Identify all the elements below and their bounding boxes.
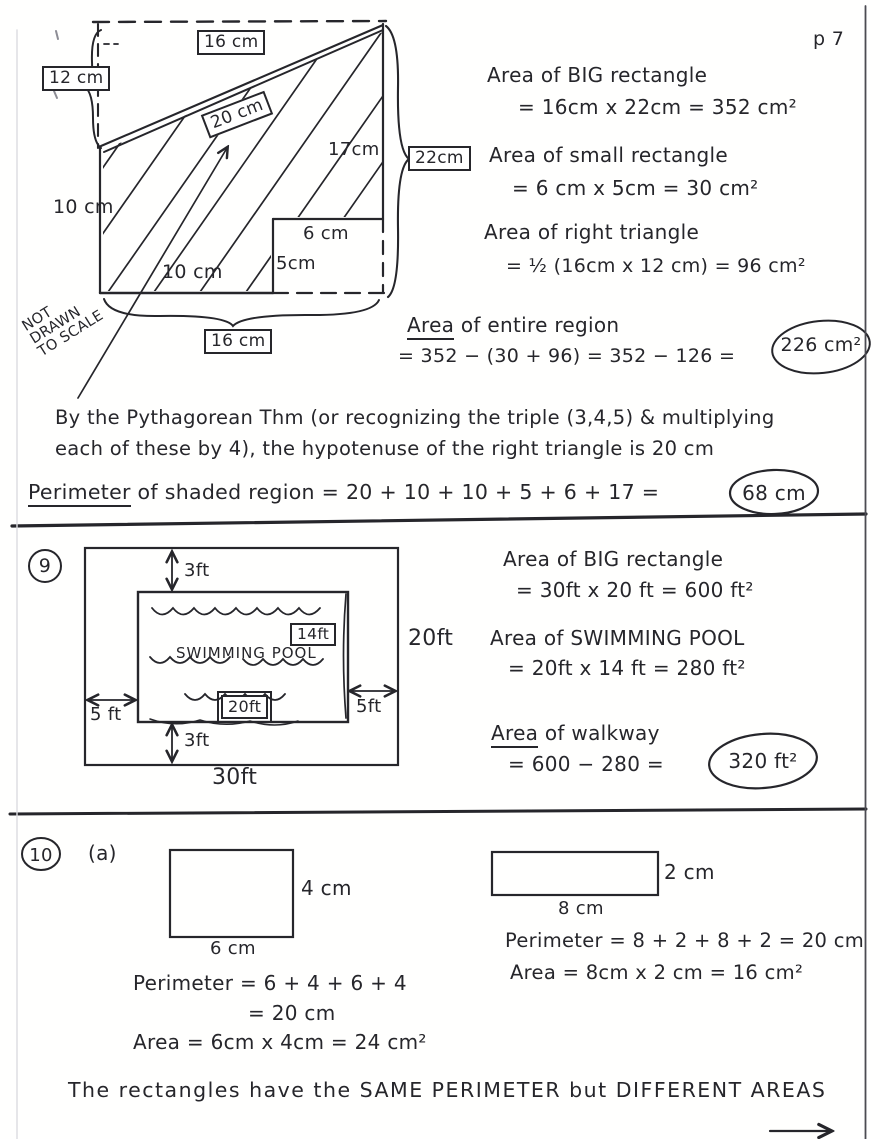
label-left-height: 12 cm: [42, 66, 111, 92]
circled-answer-320: [708, 732, 818, 790]
rect2-height-label: 2 cm: [664, 860, 715, 884]
label-outer-height: 20ft: [408, 626, 454, 651]
brace-bottom-16cm: [103, 298, 380, 328]
hypotenuse-line: [99, 23, 385, 148]
area-entire-eq: = 352 − (30 + 96) = 352 − 126 =: [398, 345, 736, 367]
label-diagonal-17: 17cm: [328, 139, 380, 160]
perimeter-shaded-line: Perimeter of shaded region = 20 + 10 + 1…: [28, 480, 660, 507]
page-number: p 7: [813, 28, 845, 50]
rect2-width-label: 8 cm: [558, 898, 604, 919]
walkway-outer-rect: [83, 546, 400, 767]
section-divider-1: [10, 512, 868, 528]
perimeter-rest: of shaded region = 20 + 10 + 10 + 5 + 6 …: [130, 480, 660, 504]
area-entire-result: 226 cm²: [780, 334, 862, 356]
area-small-rect-title: Area of small rectangle: [489, 143, 728, 167]
p9-area-pool-eq: = 20ft x 14 ft = 280 ft²: [508, 656, 746, 680]
brace-right-22cm: [384, 24, 411, 299]
p9-walkway-word: Area: [491, 721, 539, 748]
label-top-gap: 3ft: [184, 560, 210, 581]
p9-area-big-eq: = 30ft x 20 ft = 600 ft²: [516, 578, 754, 602]
rect-8x2: [490, 850, 660, 897]
area-entire-title-word: Area: [407, 313, 455, 340]
area-small-rect-eq: = 6 cm x 5cm = 30 cm²: [512, 176, 759, 200]
problem10-number: 10: [29, 845, 53, 866]
stray-mark: [53, 90, 58, 99]
area-big-rect-title: Area of BIG rectangle: [487, 63, 708, 87]
area-big-rect-eq: = 16cm x 22cm = 352 cm²: [518, 95, 797, 119]
problem10-part-label: (a): [88, 841, 117, 865]
label-pool-height: 14ft: [290, 623, 337, 647]
not-to-scale-pointer-line: [77, 148, 227, 399]
p9-walkway-result: 320 ft²: [728, 749, 798, 773]
p9-area-walkway-title: Area of walkway: [491, 721, 660, 748]
big-rect-top-dashed: [91, 19, 388, 24]
stray-mark: [55, 30, 59, 40]
label-bottom-inner: 10 cm: [162, 261, 223, 283]
p9-walkway-eq: = 600 − 280 =: [508, 752, 664, 776]
area-entire-title: Area of entire region: [407, 313, 620, 340]
label-pool-width: 20ft: [216, 691, 273, 723]
problem9-number: 9: [38, 555, 52, 577]
pythagorean-line2: each of these by 4), the hypotenuse of t…: [55, 437, 715, 460]
rect1-perimeter-line1: Perimeter = 6 + 4 + 6 + 4: [133, 971, 407, 995]
p9-walkway-rest: of walkway: [538, 721, 660, 745]
label-right-height: 22cm: [408, 146, 471, 172]
label-top-width: 16 cm: [197, 30, 266, 56]
label-left-gap: 5 ft: [90, 704, 122, 725]
p9-area-pool-title: Area of SWIMMING POOL: [490, 626, 745, 650]
rect2-area-line: Area = 8cm x 2 cm = 16 cm²: [510, 961, 804, 984]
label-notch-side: 5cm: [276, 253, 316, 274]
pythagorean-line1: By the Pythagorean Thm (or recognizing t…: [55, 406, 775, 429]
rect1-height-label: 4 cm: [301, 876, 352, 900]
problem10-number-circle: [21, 837, 61, 871]
pool-name-label: SWIMMING POOL: [176, 644, 317, 662]
pool-right-redraw: [342, 593, 347, 719]
label-bottom-width: 16 cm: [204, 329, 273, 355]
label-bottom-gap: 3ft: [184, 730, 210, 751]
problem9-figure: [28, 546, 400, 767]
hypotenuse-line-double: [103, 29, 384, 153]
section-divider-2: [8, 807, 868, 816]
label-outer-width: 30ft: [212, 765, 258, 790]
rect1-perimeter-line2: = 20 cm: [248, 1001, 336, 1025]
rect2-perimeter-line: Perimeter = 8 + 2 + 8 + 2 = 20 cm: [505, 929, 865, 952]
label-right-gap: 5ft: [356, 696, 382, 717]
problem9-number-circle: [28, 549, 62, 583]
p9-area-big-title: Area of BIG rectangle: [503, 547, 724, 571]
label-notch-top: 6 cm: [303, 223, 349, 244]
rect1-width-label: 6 cm: [210, 938, 256, 959]
area-entire-title-rest: of entire region: [454, 313, 620, 337]
conclusion-line: The rectangles have the SAME PERIMETER b…: [68, 1078, 827, 1102]
area-triangle-title: Area of right triangle: [484, 220, 700, 244]
circled-answer-226: [771, 319, 871, 375]
perimeter-word: Perimeter: [28, 480, 131, 507]
rect-6x4: [168, 848, 295, 939]
label-left-lower: 10 cm: [53, 196, 114, 218]
rect1-area-line: Area = 6cm x 4cm = 24 cm²: [133, 1030, 427, 1054]
area-triangle-eq: = ½ (16cm x 12 cm) = 96 cm²: [506, 255, 806, 277]
problem10-figure: [21, 837, 660, 939]
perimeter-result: 68 cm: [742, 481, 806, 505]
